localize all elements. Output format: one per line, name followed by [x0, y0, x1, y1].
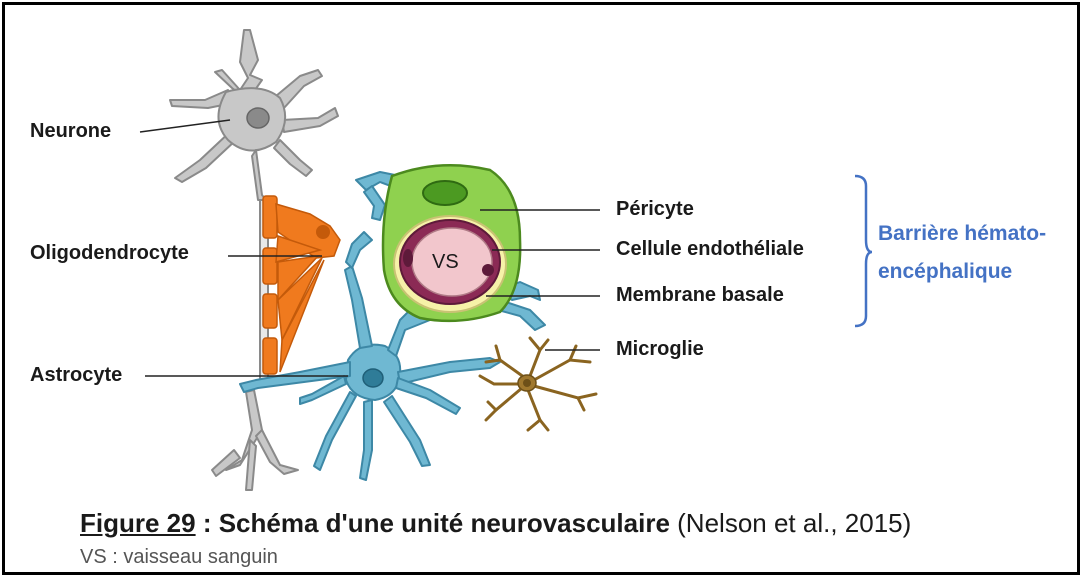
label-neurone: Neurone [30, 120, 111, 143]
astrocyte-nucleus [363, 369, 383, 387]
neurone-nucleus [247, 108, 269, 128]
vessel-complex [383, 165, 520, 321]
label-oligodendrocyte: Oligodendrocyte [30, 242, 189, 265]
figure-number: Figure 29 [80, 508, 196, 538]
pericyte-nucleus [423, 181, 467, 205]
label-astrocyte: Astrocyte [30, 364, 122, 387]
microglie [480, 338, 596, 430]
figure-caption: Figure 29 : Schéma d'une unité neurovasc… [80, 508, 911, 539]
barriere-bracket [855, 176, 872, 326]
label-vs: VS [432, 251, 459, 274]
figure-citation: (Nelson et al., 2015) [670, 508, 911, 538]
caption-separator: : [196, 508, 219, 538]
oligodendrocyte [263, 196, 340, 374]
label-microglie: Microglie [616, 338, 704, 361]
figure-title: Schéma d'une unité neurovasculaire [219, 508, 670, 538]
label-endothelial: Cellule endothéliale [616, 238, 804, 261]
label-pericyte: Péricyte [616, 198, 694, 221]
label-membrane: Membrane basale [616, 284, 784, 307]
label-barriere-line1: Barrière hémato- [878, 222, 1046, 246]
figure-note: VS : vaisseau sanguin [80, 546, 278, 569]
oligodendrocyte-nucleus [316, 225, 330, 239]
label-barriere-line2: encéphalique [878, 260, 1012, 284]
